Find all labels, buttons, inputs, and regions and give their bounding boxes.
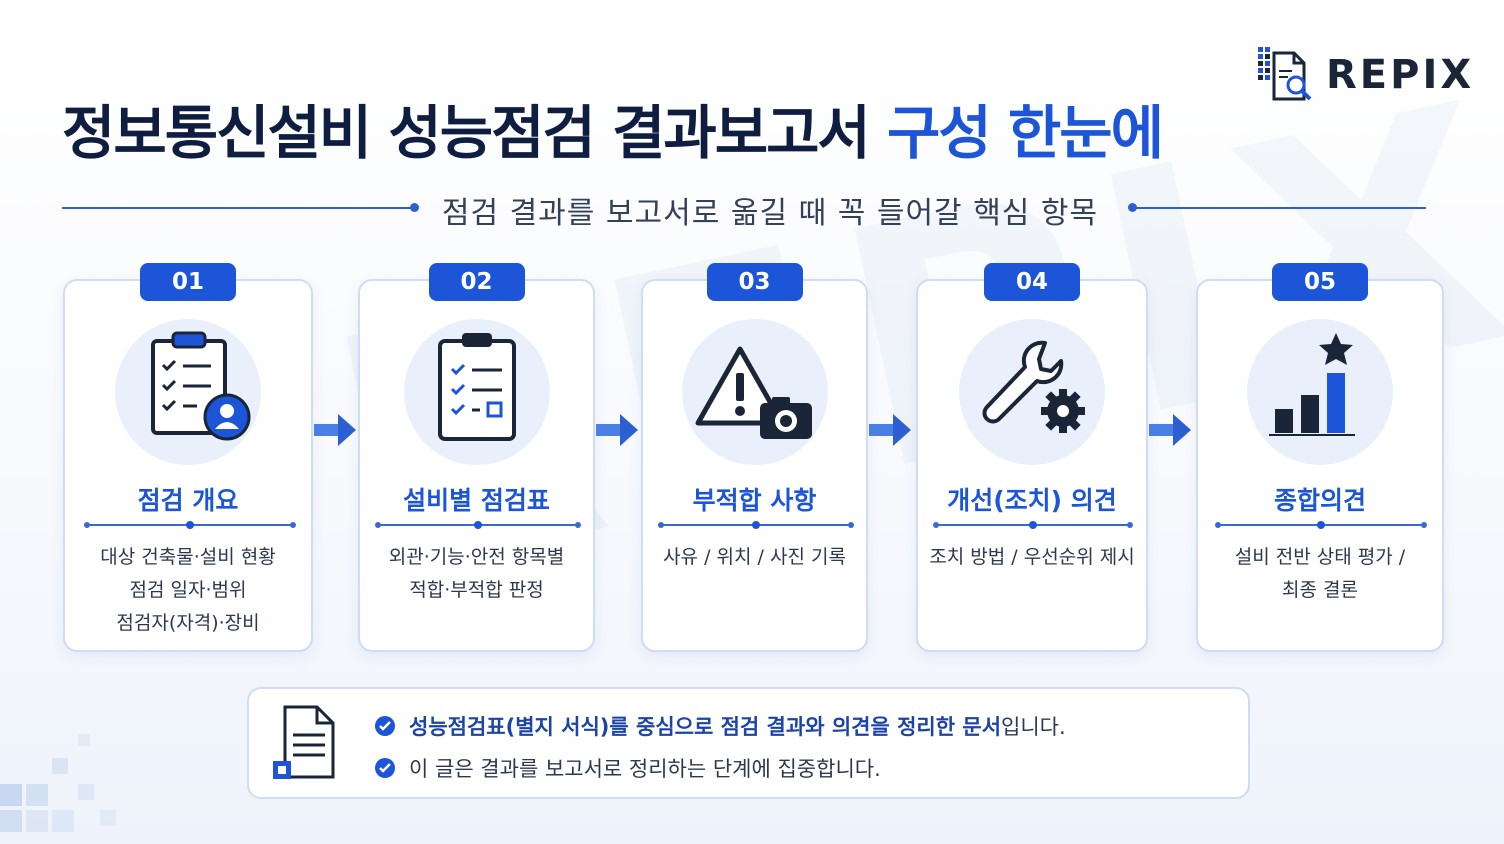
subtitle: 점검 결과를 보고서로 옮길 때 꼭 들어갈 핵심 항목 — [441, 196, 1099, 231]
step-rule — [84, 521, 296, 529]
document-search-icon — [1258, 47, 1312, 101]
step-rule — [1215, 521, 1427, 529]
title-main: 정보통신설비 성능점검 결과보고서 — [62, 99, 871, 167]
step-card-4: 04 개선(조치) 의견 조치 방법 / 우선순위 제시 — [916, 263, 1148, 652]
step-number: 04 — [984, 263, 1080, 301]
arrow-right-icon — [314, 414, 356, 446]
step-description: 조치 방법 / 우선순위 제시 — [929, 546, 1135, 568]
title-accent: 구성 한눈에 — [887, 99, 1164, 167]
logo-text: REPIX — [1326, 52, 1475, 98]
subtitle-rule-left — [62, 207, 414, 209]
bar-chart-star-icon — [1269, 333, 1355, 436]
step-title: 종합의견 — [1273, 486, 1366, 515]
step-card-2: 02 설비별 점검표 외관·기능·안전 항목별 적합·부적합 판정 — [358, 263, 595, 652]
note-line-1-rest: 입니다. — [1001, 715, 1066, 739]
step-number: 05 — [1272, 263, 1368, 301]
step-description: 사유 / 위치 / 사진 기록 — [663, 546, 846, 568]
warning-camera-icon — [695, 346, 812, 439]
arrow-right-icon — [1149, 414, 1191, 446]
checklist-icon — [437, 333, 516, 441]
icon-circle — [1247, 319, 1393, 465]
step-title: 점검 개요 — [137, 486, 239, 515]
step-rule — [658, 521, 854, 529]
step-number: 03 — [706, 263, 803, 301]
note-line-2: 이 글은 결과를 보고서로 정리하는 단계에 집중합니다. — [375, 753, 881, 783]
subtitle-dot-left — [410, 203, 419, 212]
step-description: 외관·기능·안전 항목별 적합·부적합 판정 — [388, 546, 565, 601]
step-card-5: 05 종합의견 설비 전반 상태 평가 / 최종 결론 — [1196, 263, 1444, 652]
wrench-gear-icon — [982, 340, 1085, 433]
step-number: 01 — [140, 263, 236, 301]
step-description: 설비 전반 상태 평가 / 최종 결론 — [1234, 546, 1406, 601]
document-icon — [273, 705, 335, 779]
check-circle-icon — [375, 716, 395, 736]
repix-logo: REPIX — [1256, 44, 1478, 106]
arrow-right-icon — [596, 414, 638, 446]
step-card-1: 01 점검 개요 대상 건축물·설비 현황 점검 일자·범위 점검자(자격)·장… — [63, 263, 313, 652]
note-line-1-bold: 성능점검표(별지 서식)를 중심으로 점검 결과와 의견을 정리한 문서 — [409, 715, 1002, 739]
step-title: 부적합 사항 — [692, 486, 817, 515]
step-description: 대상 건축물·설비 현황 점검 일자·범위 점검자(자격)·장비 — [100, 546, 276, 634]
step-rule — [933, 521, 1133, 529]
subtitle-dot-right — [1128, 203, 1137, 212]
check-circle-icon — [375, 758, 395, 778]
step-card-3: 03 부적합 사항 사유 / 위치 / 사진 기록 — [641, 263, 868, 652]
clipboard-user-icon — [151, 331, 251, 441]
step-rule — [375, 521, 581, 529]
arrow-right-icon — [869, 414, 911, 446]
pixel-decoration — [0, 694, 170, 844]
subtitle-rule-right — [1136, 207, 1426, 209]
step-title: 개선(조치) 의견 — [947, 486, 1117, 515]
step-number: 02 — [428, 263, 525, 301]
page-title: 정보통신설비 성능점검 결과보고서 구성 한눈에 — [62, 86, 1262, 170]
step-title: 설비별 점검표 — [403, 486, 550, 515]
note-line-2-text: 이 글은 결과를 보고서로 정리하는 단계에 집중합니다. — [409, 757, 881, 781]
